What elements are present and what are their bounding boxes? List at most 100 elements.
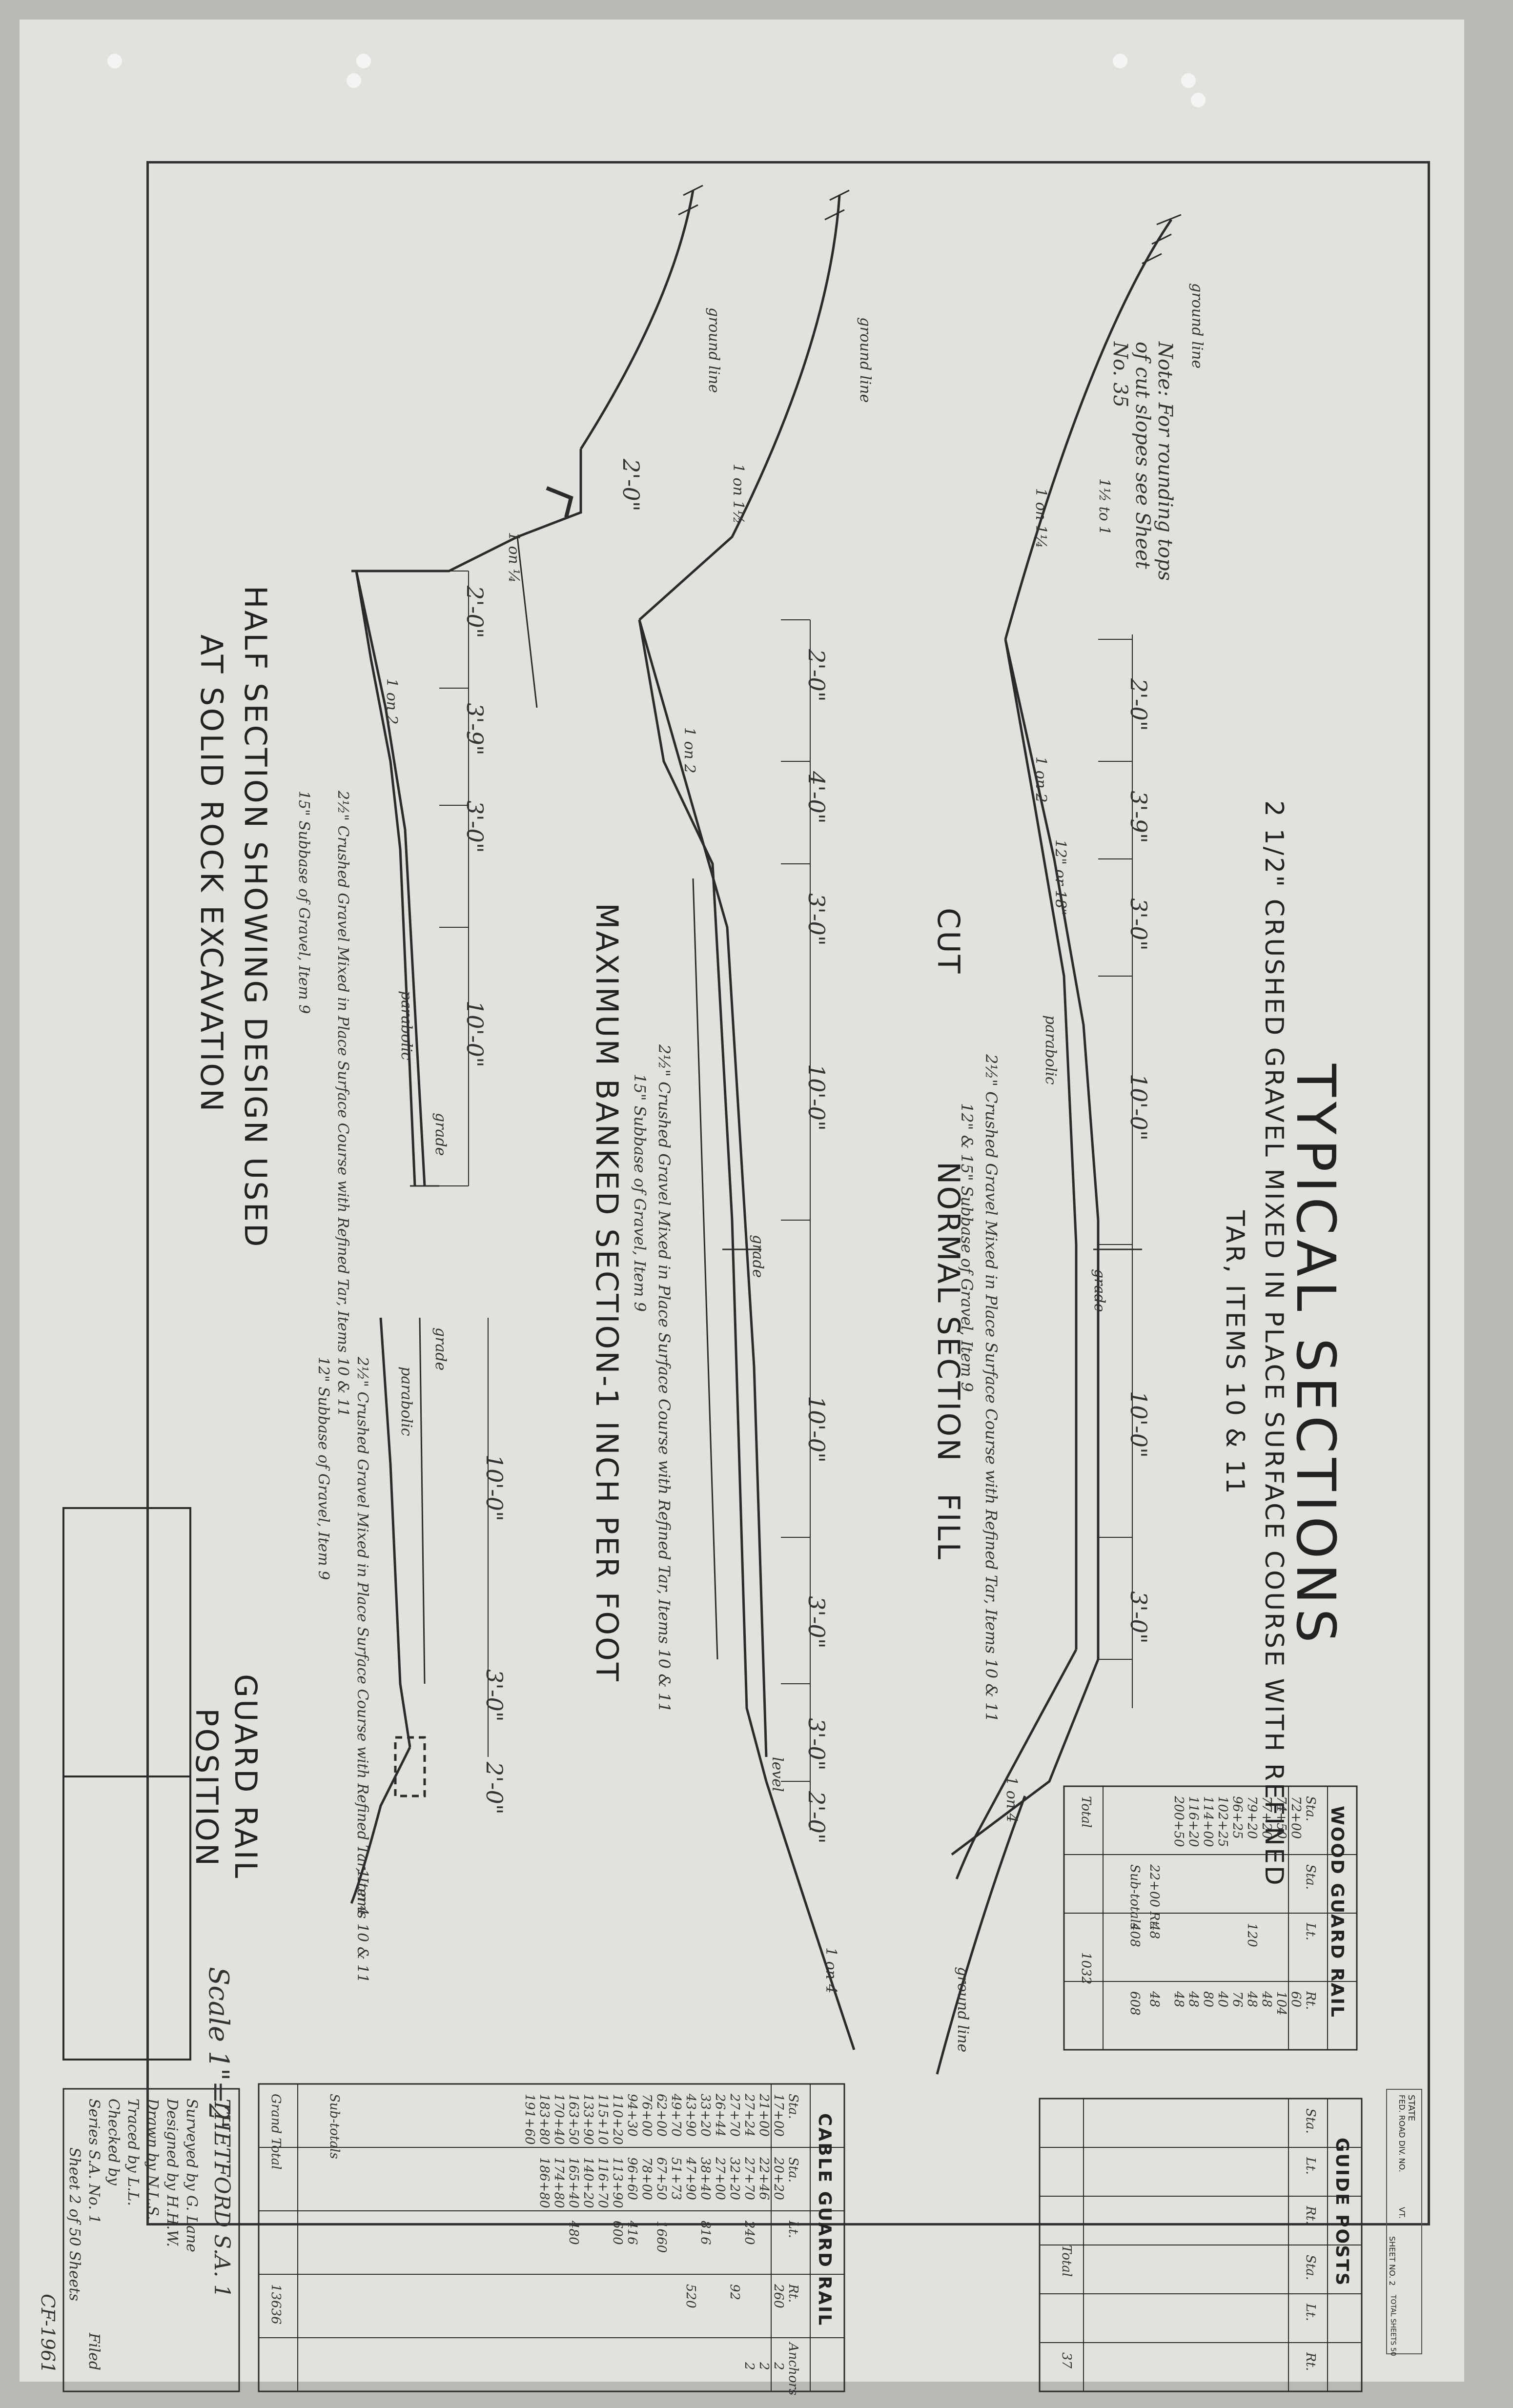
table-header: Rt. — [786, 2284, 800, 2303]
table-header: Sta. — [786, 2157, 800, 2183]
table-cell: 102+25 — [1215, 1796, 1230, 1847]
banked-material1: 2½" Crushed Gravel Mixed in Place Surfac… — [655, 1044, 674, 1713]
guardrail-label: 1 on 4 — [354, 1869, 371, 1916]
table-header: Lt. — [1303, 1923, 1318, 1940]
banked-dim: 3'-0" — [803, 893, 830, 946]
banked-dim: 10'-0" — [803, 1396, 830, 1463]
table-header: Sta. — [1303, 1864, 1318, 1890]
half-label: 1 on ¼ — [505, 532, 522, 583]
table-cell: 1660 — [654, 2221, 669, 2253]
table-cell: 22+00 Rt. — [1147, 1864, 1162, 1930]
half-material1: 2½" Crushed Gravel Mixed in Place Surfac… — [334, 791, 351, 1417]
stamp-text: SHEET NO. 2 — [1388, 2236, 1397, 2286]
table-cell: 113+90 — [610, 2157, 625, 2208]
table-cell: 60 — [1288, 1991, 1303, 2008]
half-section-title-line1: HALF SECTION SHOWING DESIGN USED — [238, 586, 273, 1249]
punch-hole — [356, 54, 371, 68]
table-cell: 104 — [1274, 1991, 1288, 2016]
normal-surface-left — [1004, 639, 1078, 1245]
banked-dim: 2'-0" — [803, 649, 830, 702]
cut-slope-line — [1004, 219, 1173, 640]
table-cell: 48 — [1147, 1923, 1162, 1939]
banked-dim: 10'-0" — [803, 1064, 830, 1131]
punch-hole — [1191, 93, 1206, 107]
table-header: Lt. — [1303, 2304, 1318, 2321]
table-cell: Total — [1059, 2245, 1074, 2277]
half-dim: 3'-9" — [462, 703, 488, 755]
table-cell: 62+00 — [654, 2094, 669, 2137]
normal-label: parabolic — [1042, 1015, 1059, 1085]
table-cell: 116+20 — [1186, 1796, 1201, 1847]
table-cell: 120 — [1245, 1923, 1259, 1947]
table-cell: 608 — [1127, 1991, 1142, 2016]
table-cell: 22+46 — [756, 2157, 771, 2200]
table-cell: 40 — [1215, 1991, 1230, 2008]
table-cell: 600 — [610, 2221, 625, 2245]
traced-by: Traced by L.L. — [124, 2099, 142, 2206]
table-cell: Grand Total — [268, 2094, 283, 2170]
guardrail-material2: 12" Subbase of Gravel, Item 9 — [315, 1357, 332, 1580]
drawing-subtitle-line1: 2 1/2" CRUSHED GRAVEL MIXED IN PLACE SUR… — [1259, 800, 1288, 1887]
banked-label: level — [769, 1757, 786, 1792]
table-cell: 114+00 — [1201, 1796, 1215, 1847]
table-cell: 48 — [1259, 1991, 1274, 2008]
sheet-stamp: STATE FED. ROAD DIV. NO. VT. SHEET NO. 2… — [1386, 2089, 1422, 2356]
normal-dim: 2'-0" — [1125, 678, 1152, 731]
banked-dim: 4'-0" — [803, 771, 830, 824]
table-cell: 48 — [1171, 1991, 1186, 2008]
table-cell: 2 — [742, 2362, 756, 2370]
checked-by: Checked by — [105, 2099, 122, 2185]
table-cell: Total — [1079, 1796, 1093, 1828]
table-cell: 2 — [771, 2362, 786, 2370]
table-cell: Sub-totals — [1127, 1864, 1142, 1930]
table-header: Anchors — [786, 2343, 800, 2396]
index-number: CF-1961 — [37, 2294, 59, 2374]
normal-label: grade — [1091, 1269, 1108, 1312]
guardrail-surface — [379, 1317, 411, 1748]
table-cell: 110+20 — [610, 2094, 625, 2145]
filed: Filed — [85, 2333, 102, 2370]
table-cell: 260 — [771, 2284, 786, 2308]
guardrail-dim: 2'-0" — [481, 1762, 508, 1815]
table-cell: 79+20 — [1245, 1796, 1259, 1839]
table-cell: 33+20 — [698, 2094, 713, 2137]
stamp-text: FED. ROAD DIV. NO. — [1397, 2095, 1407, 2172]
table-cell: 27+70 — [742, 2157, 756, 2200]
normal-label: 1½ to 1 — [1096, 478, 1113, 535]
punch-hole — [1113, 54, 1127, 68]
table-cell: 48 — [1245, 1991, 1259, 2008]
table-cell: 416 — [625, 2221, 639, 2245]
table-cell: 26+44 — [713, 2094, 727, 2137]
punch-hole — [107, 54, 122, 68]
table-cell: 191+60 — [522, 2094, 537, 2145]
table-cell: Sub-totals — [327, 2094, 342, 2159]
normal-label: ground line — [1188, 283, 1206, 369]
table-cell: 163+50 — [566, 2094, 581, 2145]
table-cell: 115+10 — [595, 2094, 610, 2145]
table-cell: 94+30 — [625, 2094, 639, 2137]
guardrail-label: parabolic — [398, 1367, 415, 1436]
drawing-subtitle-line2: TAR, ITEMS 10 & 11 — [1220, 1210, 1249, 1496]
table-header: Sta. — [1303, 1796, 1318, 1822]
guardrail-dim: 3'-0" — [481, 1669, 508, 1722]
table-cell: 186+80 — [537, 2157, 552, 2208]
punch-hole — [347, 73, 361, 88]
table-header: Rt. — [1303, 2206, 1318, 2225]
normal-note: Note: For rounding tops of cut slopes se… — [1109, 342, 1176, 581]
table-cell: 520 — [683, 2284, 698, 2308]
sheet-number: Sheet 2 of 50 Sheets — [66, 2147, 83, 2301]
table-cell: 80 — [1201, 1991, 1215, 2008]
table-cell: 92 — [727, 2284, 742, 2301]
table-cell: 76+00 — [639, 2094, 654, 2137]
designed-by: Designed by H.H.W. — [164, 2099, 181, 2247]
table-header: Sta. — [1303, 2255, 1318, 2281]
table-cell: 133+90 — [581, 2094, 595, 2145]
table-header: Rt. — [1303, 2352, 1318, 2371]
fill-label: FILL — [931, 1493, 966, 1562]
table-cell: 96+25 — [1230, 1796, 1245, 1839]
table-cell: 37 — [1059, 2352, 1074, 2369]
normal-material1: 2½" Crushed Gravel Mixed in Place Surfac… — [982, 1054, 1001, 1722]
banked-dim: 2'-0" — [803, 1791, 830, 1844]
table-cell: 49+70 — [669, 2094, 683, 2137]
guide-posts-title: GUIDE POSTS — [1332, 2138, 1352, 2287]
